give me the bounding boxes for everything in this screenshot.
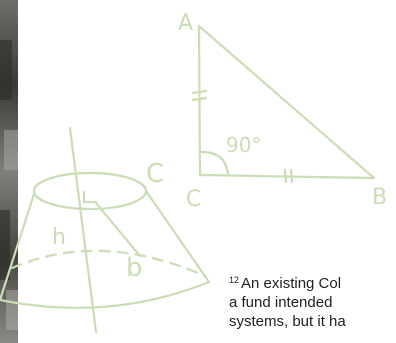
footnote-line-1-text: An existing Col	[241, 275, 342, 292]
tick-ac-2	[191, 96, 208, 102]
vertex-a-label: A	[178, 11, 193, 36]
triangle-side-ab	[197, 24, 376, 180]
tick-cb-1	[283, 168, 288, 184]
footnote-line-3: systems, but it ha	[229, 313, 346, 330]
frustum-left-side	[0, 192, 36, 302]
triangle-side-cb	[198, 173, 376, 180]
frustum-base-label: b	[126, 253, 143, 283]
tick-cb-2	[289, 168, 294, 184]
frustum-right-angle-mark	[82, 190, 98, 204]
frustum-top-label: C	[146, 159, 164, 189]
frustum-slant-label: h	[52, 225, 66, 250]
frustum-base-front	[0, 280, 211, 309]
frustum-slant	[94, 201, 142, 258]
footnote-marker: 12	[229, 275, 240, 285]
angle-label: 90°	[226, 133, 261, 157]
frustum-base-back	[10, 249, 207, 278]
right-angle-arc	[200, 150, 230, 177]
tick-ac-1	[191, 89, 208, 95]
triangle-side-ac	[197, 24, 202, 177]
frustum-right-side	[144, 189, 211, 284]
vertex-c-label: C	[186, 187, 201, 212]
frustum-axis	[68, 126, 98, 334]
vertex-b-label: B	[372, 185, 387, 210]
footnote-line-2: a fund intended	[229, 294, 333, 311]
frustum-top-ellipse	[32, 171, 148, 211]
